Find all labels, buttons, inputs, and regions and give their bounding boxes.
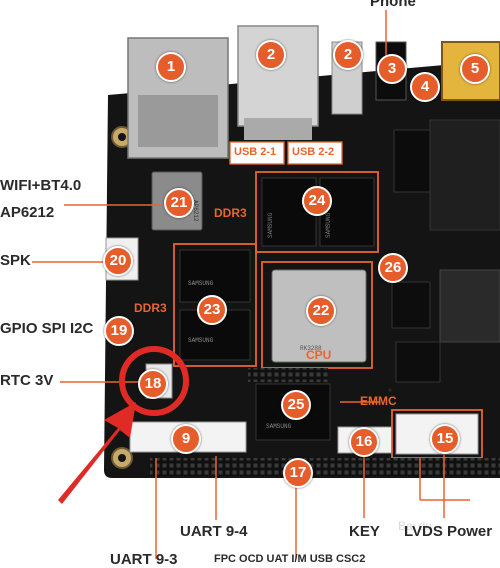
- label-key: KEY: [349, 523, 380, 540]
- label-usb21: USB 2-1: [234, 146, 277, 158]
- callout-23: 23: [197, 295, 227, 325]
- watermark: Bai du: [398, 519, 432, 533]
- label-spk: SPK: [0, 252, 31, 269]
- ram-chip: [179, 249, 251, 303]
- callout-17: 17: [283, 458, 313, 488]
- ram-chip-text: SAMSUNG: [267, 212, 274, 238]
- red-arrow: [58, 402, 136, 504]
- ddr3-left-box: [173, 243, 257, 367]
- callout-16: 16: [349, 427, 379, 457]
- usb21-tag: [229, 141, 285, 165]
- ram-chip-text: SAMSUNG: [325, 212, 332, 238]
- right-module: [429, 119, 500, 231]
- header-pins-bottom: [150, 458, 500, 476]
- callout-19: 19: [104, 316, 134, 346]
- label-gpio: GPIO SPI I2C: [0, 320, 94, 337]
- callout-2b: 2: [333, 40, 363, 70]
- cpu-chip-text: RK3288: [300, 345, 322, 352]
- ic-chip: [395, 341, 441, 383]
- label-ddr3-top: DDR3: [214, 206, 247, 220]
- ddr3-top-box: [255, 171, 379, 253]
- callout-15: 15: [430, 424, 460, 454]
- label-phone: Phone: [370, 0, 416, 10]
- callout-24: 24: [302, 186, 332, 216]
- wifi-chip-text: AP6212: [192, 200, 199, 222]
- ram-chip: [319, 177, 375, 247]
- callout-9: 9: [171, 424, 201, 454]
- right-module: [439, 269, 500, 343]
- callout-2: 2: [256, 40, 286, 70]
- label-uart-94: UART 9-4: [180, 523, 248, 540]
- callout-26: 26: [378, 253, 408, 283]
- callout-1: 1: [156, 52, 186, 82]
- label-uart-93: UART 9-3: [110, 551, 178, 568]
- leader-lines: [32, 10, 470, 559]
- callout-25: 25: [281, 390, 311, 420]
- callout-4: 4: [410, 72, 440, 102]
- label-ap6212: AP6212: [0, 204, 55, 221]
- label-ddr3-left: DDR3: [134, 301, 167, 315]
- label-cpu: CPU: [306, 348, 332, 362]
- label-wifi-bt: WIFI+BT4.0: [0, 177, 82, 194]
- label-rtc: RTC 3V: [0, 372, 54, 389]
- label-emmc: EMMC: [360, 394, 397, 408]
- callout-22: 22: [306, 296, 336, 326]
- emmc-chip-text: SAMSUNG: [266, 423, 292, 430]
- callout-3: 3: [377, 54, 407, 84]
- label-lvds-power: LVDS Power: [404, 523, 493, 540]
- label-bottom-cut: FPC OCD UAT I/M USB CSC2: [214, 553, 366, 565]
- ic-chip: [391, 281, 431, 329]
- usb22-tag: [287, 141, 343, 165]
- callout-21: 21: [164, 188, 194, 218]
- ram-chip-text: SAMSUNG: [188, 337, 214, 344]
- label-usb22: USB 2-2: [292, 146, 335, 158]
- callout-18: 18: [138, 369, 168, 399]
- header-pins-top: [248, 368, 328, 382]
- highlight-circle: [119, 346, 189, 416]
- callout-20: 20: [103, 246, 133, 276]
- callout-5: 5: [460, 54, 490, 84]
- ic-chip: [393, 129, 435, 193]
- ram-chip-text: SAMSUNG: [188, 280, 214, 287]
